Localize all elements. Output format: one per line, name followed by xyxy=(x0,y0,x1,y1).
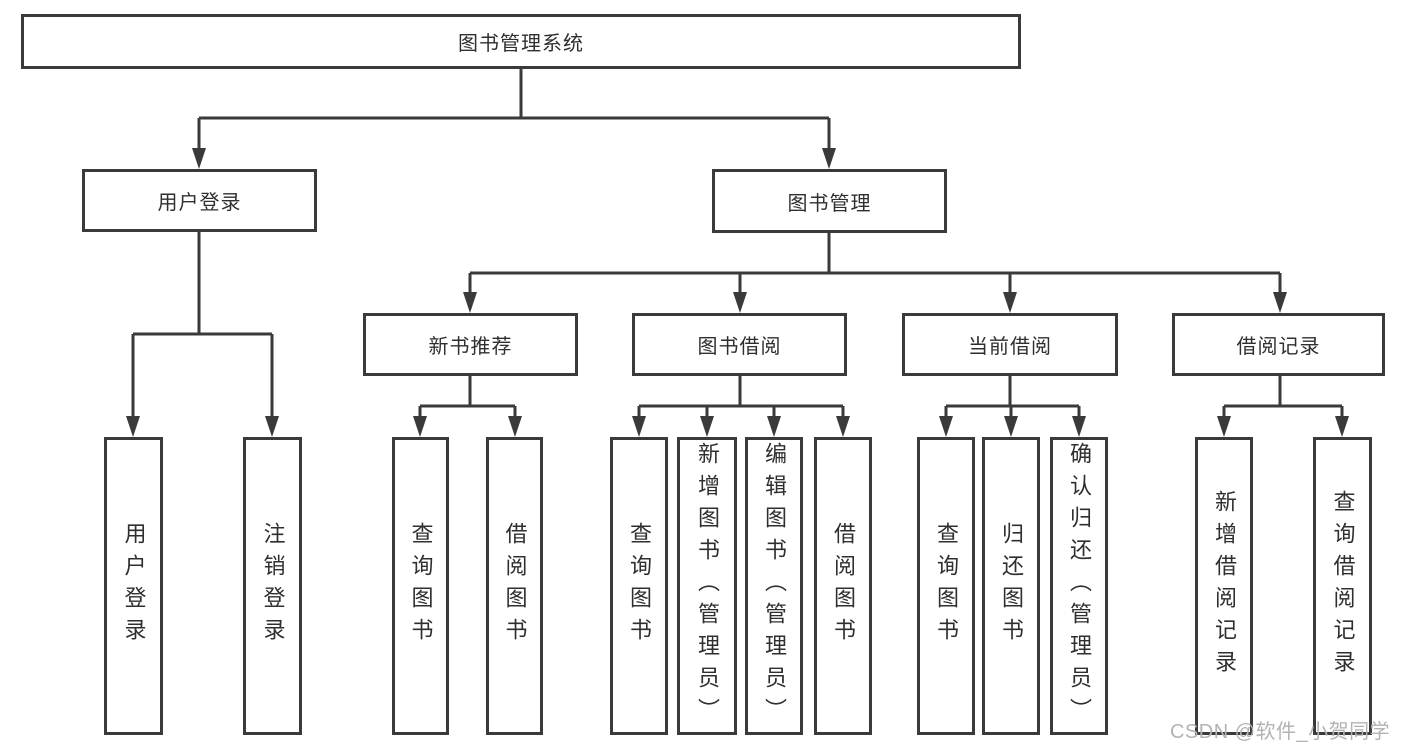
leaf-query-borrow-record-label: 查询借阅记录 xyxy=(1330,490,1356,682)
node-user-login-label: 用户登录 xyxy=(157,192,242,214)
leaf-return-books-label: 归还图书 xyxy=(999,522,1024,650)
leaf-add-books-admin: 新增图书（管理员） xyxy=(677,437,737,735)
leaf-add-books-admin-label: 新增图书（管理员） xyxy=(695,442,720,730)
watermark: CSDN @软件_小贺同学 xyxy=(1170,721,1391,743)
leaf-confirm-return-admin: 确认归还（管理员） xyxy=(1050,437,1108,735)
leaf-borrow-books-recommend-label: 借阅图书 xyxy=(502,522,528,650)
node-root-system: 图书管理系统 xyxy=(21,14,1021,69)
node-new-book-recommend: 新书推荐 xyxy=(363,313,578,376)
node-book-management: 图书管理 xyxy=(712,169,947,233)
node-new-book-recommend-label: 新书推荐 xyxy=(428,336,513,358)
node-borrow-records-label: 借阅记录 xyxy=(1236,336,1321,358)
leaf-query-books-borrow: 查询图书 xyxy=(610,437,668,735)
leaf-user-login: 用户登录 xyxy=(104,437,163,735)
leaf-user-login-label: 用户登录 xyxy=(121,522,147,650)
node-book-management-label: 图书管理 xyxy=(787,192,872,215)
leaf-edit-books-admin: 编辑图书（管理员） xyxy=(745,437,803,735)
leaf-return-books: 归还图书 xyxy=(982,437,1040,735)
node-book-borrow-label: 图书借阅 xyxy=(697,336,782,358)
leaf-query-borrow-record: 查询借阅记录 xyxy=(1313,437,1372,735)
node-current-borrow-label: 当前借阅 xyxy=(968,336,1052,358)
node-current-borrow: 当前借阅 xyxy=(902,313,1118,376)
leaf-query-books-borrow-label: 查询图书 xyxy=(627,522,652,650)
leaf-confirm-return-admin-label: 确认归还（管理员） xyxy=(1067,442,1092,730)
leaf-add-borrow-record: 新增借阅记录 xyxy=(1195,437,1253,735)
node-borrow-records: 借阅记录 xyxy=(1172,313,1385,376)
leaf-query-books-recommend-label: 查询图书 xyxy=(408,522,434,650)
leaf-borrow-books-label: 借阅图书 xyxy=(831,522,856,650)
leaf-borrow-books-recommend: 借阅图书 xyxy=(486,437,543,735)
leaf-logout: 注销登录 xyxy=(243,437,302,735)
leaf-add-borrow-record-label: 新增借阅记录 xyxy=(1212,490,1237,682)
leaf-query-books-current: 查询图书 xyxy=(917,437,975,735)
leaf-logout-label: 注销登录 xyxy=(260,522,286,650)
leaf-edit-books-admin-label: 编辑图书（管理员） xyxy=(762,442,787,730)
leaf-borrow-books: 借阅图书 xyxy=(814,437,872,735)
leaf-query-books-current-label: 查询图书 xyxy=(934,522,959,650)
node-user-login: 用户登录 xyxy=(82,169,317,232)
arrowheads xyxy=(126,148,1349,437)
leaf-query-books-recommend: 查询图书 xyxy=(392,437,449,735)
node-root-label: 图书管理系统 xyxy=(458,33,584,55)
node-book-borrow: 图书借阅 xyxy=(632,313,847,376)
